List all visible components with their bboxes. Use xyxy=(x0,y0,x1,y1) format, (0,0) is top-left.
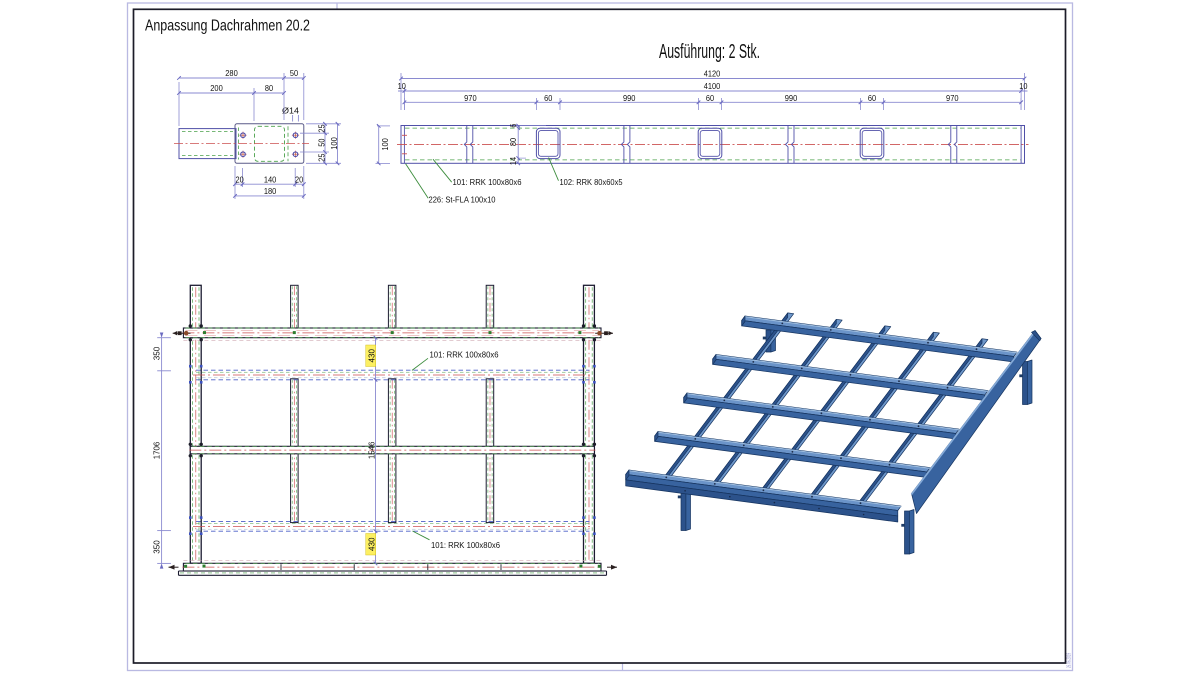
svg-text:4120: 4120 xyxy=(704,69,721,79)
svg-text:200: 200 xyxy=(210,83,223,93)
svg-text:Ø14: Ø14 xyxy=(282,106,299,116)
svg-text:26.06.2019: 26.06.2019 xyxy=(1067,653,1073,668)
svg-text:1706: 1706 xyxy=(151,442,161,460)
svg-text:10: 10 xyxy=(398,81,406,91)
svg-text:280: 280 xyxy=(225,68,238,78)
svg-text:80: 80 xyxy=(509,137,518,146)
svg-text:100: 100 xyxy=(329,137,339,150)
svg-text:60: 60 xyxy=(706,93,714,103)
svg-text:970: 970 xyxy=(946,93,959,103)
svg-text:50: 50 xyxy=(316,138,326,146)
svg-text:1546: 1546 xyxy=(366,441,376,459)
svg-text:10: 10 xyxy=(1019,81,1027,91)
svg-text:180: 180 xyxy=(264,186,277,196)
svg-text:226: St-FLA 100x10: 226: St-FLA 100x10 xyxy=(429,195,496,205)
svg-text:60: 60 xyxy=(544,93,552,103)
svg-text:101: RRK 100x80x6: 101: RRK 100x80x6 xyxy=(431,540,500,550)
svg-text:Anpassung Dachrahmen 20.2: Anpassung Dachrahmen 20.2 xyxy=(145,17,310,34)
svg-text:430: 430 xyxy=(366,537,376,551)
svg-text:101: RRK 100x80x6: 101: RRK 100x80x6 xyxy=(453,177,522,187)
svg-text:970: 970 xyxy=(464,93,477,103)
svg-text:60: 60 xyxy=(868,93,876,103)
svg-text:102: RRK 80x60x5: 102: RRK 80x60x5 xyxy=(560,177,623,187)
svg-text:4100: 4100 xyxy=(704,81,721,91)
svg-text:25: 25 xyxy=(316,153,326,161)
svg-text:990: 990 xyxy=(785,93,798,103)
svg-text:350: 350 xyxy=(151,540,161,554)
svg-text:350: 350 xyxy=(151,346,161,360)
svg-text:Ausführung: 2 Stk.: Ausführung: 2 Stk. xyxy=(659,41,760,63)
svg-text:6: 6 xyxy=(509,123,518,127)
svg-text:80: 80 xyxy=(265,83,273,93)
svg-text:990: 990 xyxy=(623,93,636,103)
svg-text:50: 50 xyxy=(290,68,298,78)
svg-text:100: 100 xyxy=(380,138,390,151)
svg-text:140: 140 xyxy=(264,175,277,185)
svg-text:14: 14 xyxy=(509,156,518,165)
svg-text:430: 430 xyxy=(366,349,376,363)
svg-text:25: 25 xyxy=(316,124,326,132)
svg-text:101: RRK 100x80x6: 101: RRK 100x80x6 xyxy=(430,350,499,360)
svg-text:20: 20 xyxy=(236,175,244,185)
svg-text:20: 20 xyxy=(295,175,303,185)
